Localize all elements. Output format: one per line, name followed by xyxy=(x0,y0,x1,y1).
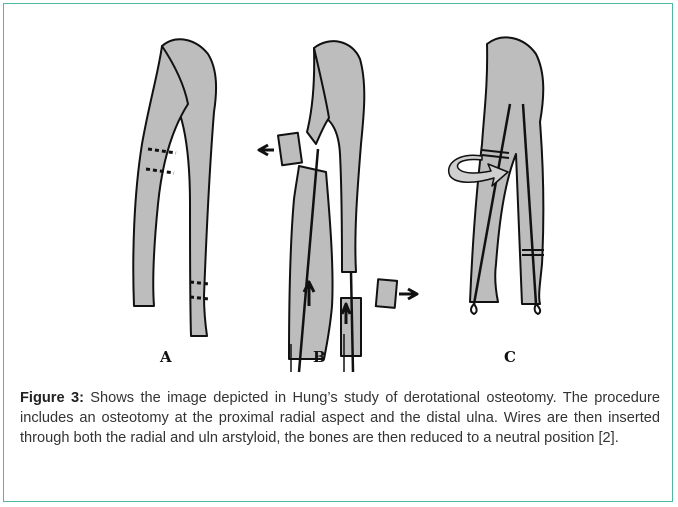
panel-b-arrow-right xyxy=(399,289,417,299)
panel-a-ulnar-cut-2 xyxy=(190,297,209,299)
panel-label-a: A xyxy=(160,348,172,366)
osteotomy-illustration xyxy=(4,4,674,384)
figure-caption: Figure 3: Shows the image depicted in Hu… xyxy=(20,388,660,448)
panel-b-drawing xyxy=(259,41,417,372)
panel-label-b: B xyxy=(313,348,326,366)
figure-frame: A B C Figure 3: Shows the image depicted… xyxy=(3,3,673,502)
panel-b-ulnar-fragment xyxy=(376,279,397,308)
panel-b-radius-distal xyxy=(289,166,333,359)
caption-text: Shows the image depicted in Hung’s study… xyxy=(20,390,660,446)
panel-a-drawing xyxy=(133,39,216,336)
panel-label-c: C xyxy=(504,348,516,366)
panel-a-ulnar-cut-1 xyxy=(190,282,209,284)
panel-b-arrow-left xyxy=(259,145,274,155)
caption-label: Figure 3: xyxy=(20,390,84,406)
panel-c-drawing xyxy=(449,37,544,314)
panel-b-radial-fragment xyxy=(278,133,302,165)
panel-a-radius xyxy=(133,46,188,306)
